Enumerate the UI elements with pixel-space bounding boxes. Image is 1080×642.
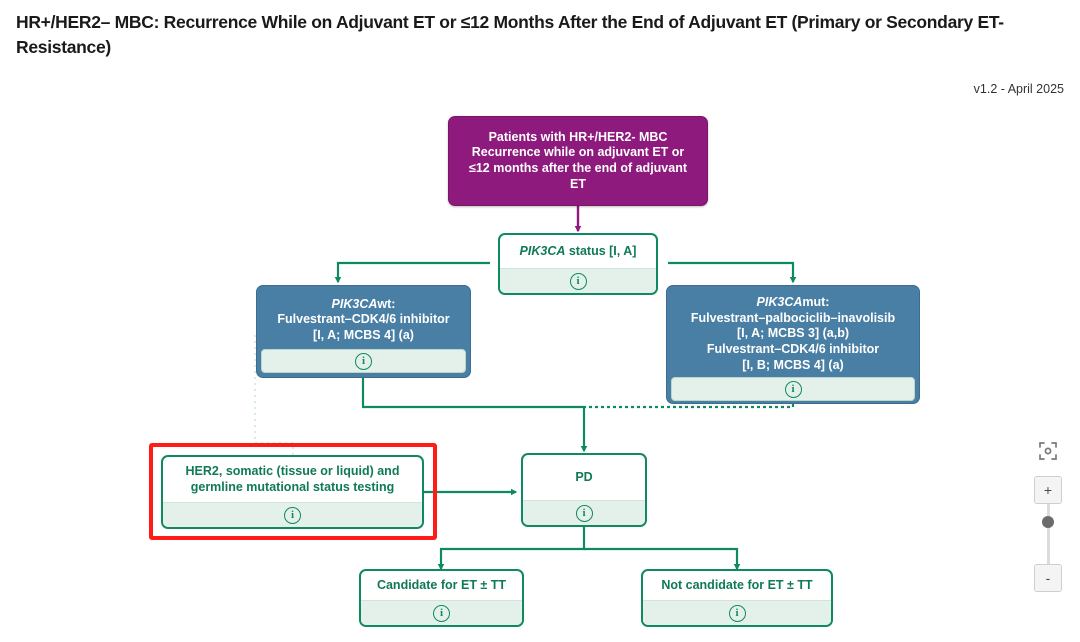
pik3ca-mut-gene: PIK3CA xyxy=(756,295,803,309)
recenter-icon-glyph xyxy=(1039,442,1057,460)
highlight-frame xyxy=(149,443,437,540)
info-icon[interactable]: i xyxy=(284,506,301,524)
pik3ca-mut-line-4: [I, B; MCBS 4] (a) xyxy=(742,357,844,372)
zoom-slider-handle[interactable] xyxy=(1042,516,1054,528)
candidate-title: Candidate for ET ± TT xyxy=(376,577,507,592)
not-candidate-body: Not candidate for ET ± TT xyxy=(643,571,831,600)
pik3ca-wt-footer[interactable]: i xyxy=(261,349,466,373)
her2-mutational-testing-node[interactable]: HER2, somatic (tissue or liquid) and ger… xyxy=(161,455,424,529)
her2-testing-body: HER2, somatic (tissue or liquid) and ger… xyxy=(163,457,422,502)
patients-line-1: Patients with HR+/HER2- MBC xyxy=(488,129,668,144)
candidate-body: Candidate for ET ± TT xyxy=(361,571,522,600)
zoom-in-button[interactable]: + xyxy=(1034,476,1062,504)
her2-testing-line-2: germline mutational status testing xyxy=(190,479,395,494)
not-candidate-footer[interactable]: i xyxy=(643,600,831,625)
info-icon[interactable]: i xyxy=(569,272,587,290)
pik3ca-mut-title: PIK3CAmut: Fulvestrant–palbociclib–inavo… xyxy=(691,295,895,373)
not-candidate-et-tt-node[interactable]: Not candidate for ET ± TT i xyxy=(641,569,833,627)
pik3ca-mut-footer[interactable]: i xyxy=(671,377,915,402)
patients-node-body: Patients with HR+/HER2- MBC Recurrence w… xyxy=(449,117,707,205)
pik3ca-wt-title: PIK3CAwt: Fulvestrant–CDK4/6 inhibitor [… xyxy=(277,297,449,344)
pik3ca-wt-treatment-node[interactable]: PIK3CAwt: Fulvestrant–CDK4/6 inhibitor [… xyxy=(256,285,471,378)
patients-line-3: ≤12 months after the end of adjuvant xyxy=(469,161,687,175)
her2-testing-footer[interactable]: i xyxy=(163,502,422,527)
patients-line-4: ET xyxy=(570,176,586,191)
pik3ca-status-title: PIK3CA status [I, A] xyxy=(520,244,637,260)
recenter-icon[interactable] xyxy=(1037,440,1059,462)
pik3ca-mut-treatment-node[interactable]: PIK3CAmut: Fulvestrant–palbociclib–inavo… xyxy=(666,285,920,404)
her2-testing-title: HER2, somatic (tissue or liquid) and ger… xyxy=(186,464,400,495)
patients-node[interactable]: Patients with HR+/HER2- MBC Recurrence w… xyxy=(448,116,708,206)
pd-title: PD xyxy=(575,469,593,484)
version-label: v1.2 - April 2025 xyxy=(973,82,1064,96)
pik3ca-status-gene: PIK3CA xyxy=(519,243,566,258)
her2-testing-line-1: HER2, somatic (tissue or liquid) and xyxy=(185,463,400,478)
zoom-out-button[interactable]: - xyxy=(1034,564,1062,592)
pik3ca-wt-line-1: Fulvestrant–CDK4/6 inhibitor xyxy=(277,312,450,327)
pik3ca-wt-line-2: [I, A; MCBS 4] (a) xyxy=(313,327,414,342)
patients-node-title: Patients with HR+/HER2- MBC Recurrence w… xyxy=(469,130,687,193)
patients-line-2: Recurrence while on adjuvant ET or xyxy=(471,145,685,160)
pik3ca-wt-body: PIK3CAwt: Fulvestrant–CDK4/6 inhibitor [… xyxy=(261,290,466,349)
not-candidate-title: Not candidate for ET ± TT xyxy=(661,577,813,592)
page-title: HR+/HER2– MBC: Recurrence While on Adjuv… xyxy=(16,12,1004,58)
pik3ca-mut-line-2: [I, A; MCBS 3] (a,b) xyxy=(736,326,849,341)
pik3ca-wt-suffix: wt: xyxy=(377,296,396,311)
pik3ca-mut-suffix: mut: xyxy=(802,295,830,309)
pik3ca-mut-line-1: Fulvestrant–palbociclib–inavolisib xyxy=(690,310,896,325)
pik3ca-mut-body: PIK3CAmut: Fulvestrant–palbociclib–inavo… xyxy=(671,290,915,377)
pd-node[interactable]: PD i xyxy=(521,453,647,527)
info-icon[interactable]: i xyxy=(575,504,593,522)
pik3ca-status-footer[interactable]: i xyxy=(500,268,656,293)
pik3ca-status-body: PIK3CA status [I, A] xyxy=(500,235,656,268)
pik3ca-status-rest: status [I, A] xyxy=(565,243,637,258)
info-icon[interactable]: i xyxy=(784,380,802,398)
candidate-et-tt-node[interactable]: Candidate for ET ± TT i xyxy=(359,569,524,627)
view-controls[interactable]: + - xyxy=(1034,440,1062,592)
zoom-slider[interactable] xyxy=(1042,504,1054,564)
pd-body: PD xyxy=(523,455,645,500)
pik3ca-mut-line-3: Fulvestrant–CDK4/6 inhibitor xyxy=(706,341,880,356)
pd-footer[interactable]: i xyxy=(523,500,645,525)
pik3ca-status-node[interactable]: PIK3CA status [I, A] i xyxy=(498,233,658,295)
info-icon[interactable]: i xyxy=(728,604,746,622)
info-icon[interactable]: i xyxy=(355,352,372,370)
info-icon[interactable]: i xyxy=(433,604,450,622)
flowchart-canvas[interactable]: Patients with HR+/HER2- MBC Recurrence w… xyxy=(0,100,1080,642)
pik3ca-wt-gene: PIK3CA xyxy=(331,296,378,311)
candidate-footer[interactable]: i xyxy=(361,600,522,625)
